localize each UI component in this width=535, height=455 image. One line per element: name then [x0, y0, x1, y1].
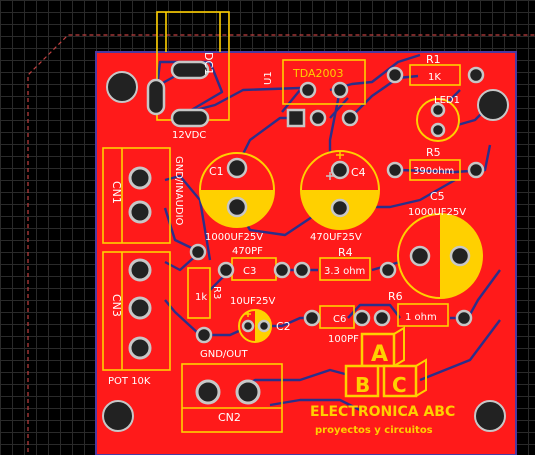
label-r6-value: 1 ohm	[405, 312, 437, 323]
abc-blocks-logo	[344, 326, 427, 398]
label-r5-value: 390ohm	[413, 166, 454, 177]
label-c2-value: 10UF25V	[230, 296, 276, 307]
label-r3-value: 1k	[195, 292, 207, 303]
capacitor-c4	[300, 150, 380, 230]
u1-outline	[282, 59, 366, 105]
r3-outline	[187, 267, 211, 319]
label-c5: C5	[430, 190, 445, 203]
r1-outline	[409, 64, 461, 86]
cn1-outline	[102, 147, 171, 244]
label-c1: C1	[209, 165, 224, 178]
label-brand: ELECTRONICA ABC	[310, 404, 455, 420]
label-slogan: proyectos y circuitos	[315, 425, 433, 436]
mounting-hole-tr	[477, 89, 509, 121]
pads	[102, 60, 509, 432]
label-gnd-out: GND/OUT	[200, 349, 248, 360]
labels: DC1 12VDC U1 TDA2003 R1 1K LED1 R5 390oh…	[108, 52, 466, 436]
cn3-outline	[102, 251, 171, 371]
keepout-outline	[27, 34, 535, 452]
mounting-hole-tl	[106, 71, 138, 103]
label-r4-value: 3.3 ohm	[324, 266, 365, 277]
label-c2: C2	[276, 320, 291, 333]
label-cn2: CN2	[218, 411, 241, 424]
mounting-hole-br	[474, 400, 506, 432]
label-dc1: DC1	[202, 52, 215, 75]
label-cn1: CN1	[110, 181, 123, 204]
label-block-b: B	[355, 373, 370, 397]
mounting-hole-bl	[102, 400, 134, 432]
label-tda2003: TDA2003	[292, 67, 344, 80]
label-cn3: CN3	[110, 294, 123, 317]
silkscreen	[102, 11, 461, 433]
label-c6: C6	[333, 314, 346, 325]
label-r5: R5	[426, 146, 441, 159]
label-c5-value: 1000UF25V	[408, 207, 466, 218]
r5-outline	[409, 159, 461, 181]
label-block-c: C	[392, 373, 407, 397]
label-c6-value: 100PF	[328, 334, 359, 345]
label-gnd-inaudio: GND/INAUDIO	[173, 156, 184, 226]
label-pot-10k: POT 10K	[108, 376, 151, 387]
label-12vdc: 12VDC	[172, 130, 206, 141]
label-c1-value: 1000UF25V	[205, 232, 263, 243]
r4-outline	[319, 257, 371, 281]
label-c4-value: 470UF25V	[310, 232, 362, 243]
polarity-marks	[245, 151, 430, 317]
label-c3-value: 470PF	[232, 246, 263, 257]
label-u1: U1	[263, 71, 274, 85]
label-led1: LED1	[434, 95, 460, 106]
label-block-a: A	[371, 342, 388, 367]
r6-outline	[397, 303, 449, 327]
label-c4: C4	[351, 166, 366, 179]
led1	[416, 98, 460, 142]
label-r6: R6	[388, 290, 403, 303]
label-c3: C3	[243, 266, 256, 277]
label-r1: R1	[426, 53, 441, 66]
label-r1-value: 1K	[428, 72, 441, 83]
label-r4: R4	[338, 246, 353, 259]
cn2-outline	[181, 363, 283, 433]
label-r3: R3	[211, 286, 222, 299]
